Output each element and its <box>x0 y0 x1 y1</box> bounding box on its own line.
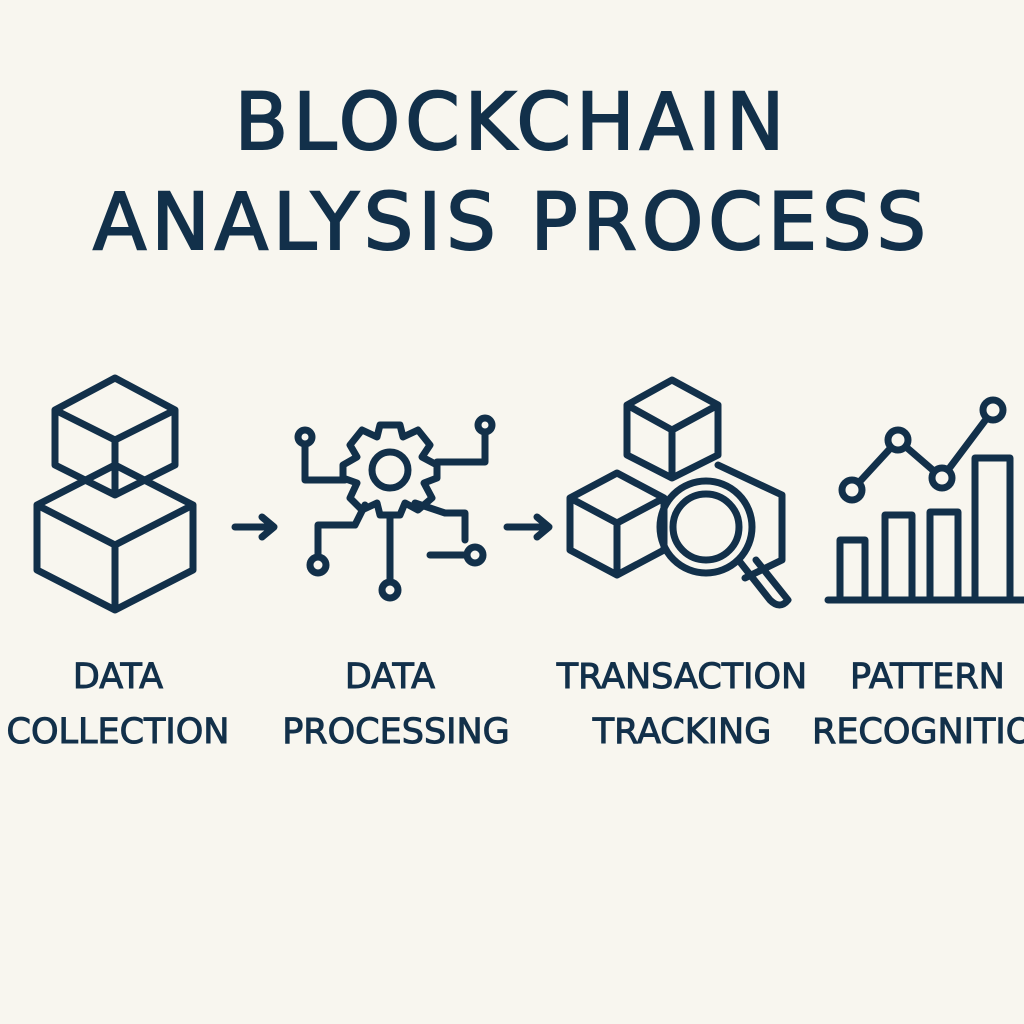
step-2-label-line-1: DATA <box>344 657 436 698</box>
stacked-cubes-icon <box>33 374 197 614</box>
bar-line-chart-icon <box>824 396 1024 604</box>
step-4-label-line-1: PATTERN <box>850 657 1006 698</box>
step-1-label-line-1: DATA <box>72 657 164 698</box>
title-line-1: BLOCKCHAIN <box>234 77 790 169</box>
title-line-2: ANALYSIS PROCESS <box>92 177 932 269</box>
step-2-label-line-2: PROCESSING <box>282 712 511 753</box>
step-1-label-line-2: COLLECTION <box>6 712 230 753</box>
step-4-label-line-2: RECOGNITION <box>811 712 1024 753</box>
gear-circuit-icon <box>294 414 496 602</box>
step-3-label-line-2: TRACKING <box>592 712 772 753</box>
cubes-magnifier-icon <box>566 376 792 609</box>
arrow-icon <box>231 513 278 541</box>
arrow-icon <box>503 513 553 541</box>
step-3-label-line-1: TRANSACTION <box>556 657 808 698</box>
